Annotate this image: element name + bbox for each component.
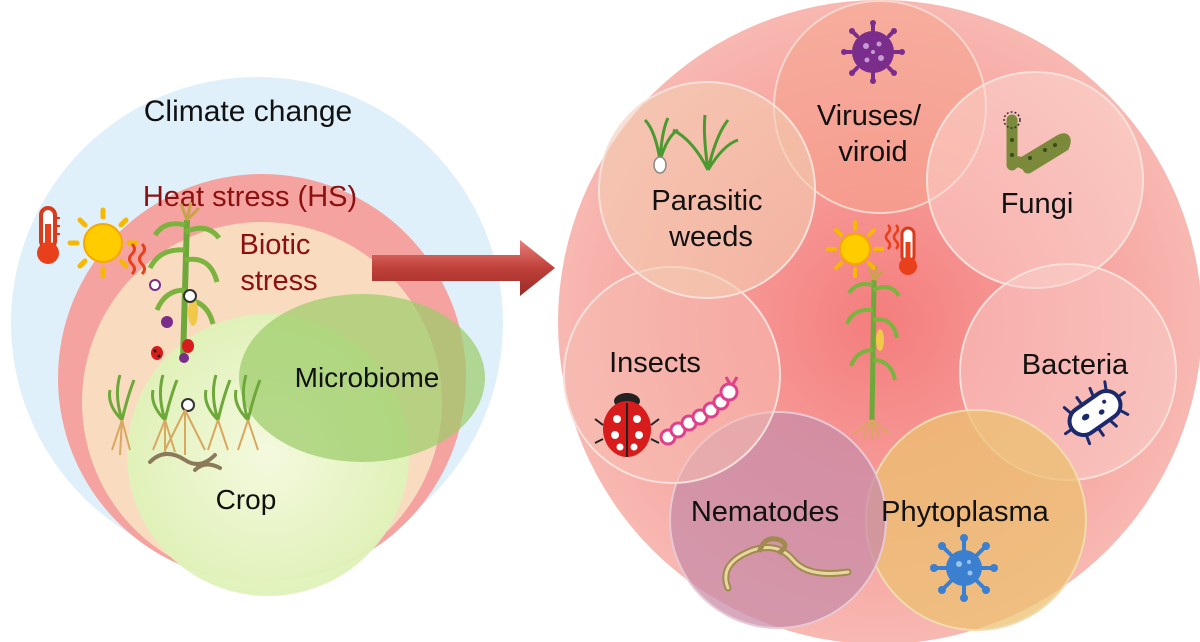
thermometer-icon [37, 206, 60, 264]
arrow-icon [372, 240, 555, 296]
ladybug-icon [151, 339, 194, 360]
biotic-stress-label: Biotic stress [240, 229, 319, 297]
right-panel: Viruses/ viroid Fungi Bacteria Phytoplas… [558, 0, 1200, 642]
caterpillar-icon [659, 376, 739, 446]
ladybug-icon [594, 393, 660, 457]
roots-icon [111, 409, 259, 456]
microbiome-label: Microbiome [295, 362, 440, 393]
sun-icon [67, 207, 139, 279]
left-panel: Climate change Heat stress (HS) Biotic s… [11, 77, 503, 596]
fungi-label: Fungi [1001, 188, 1074, 220]
viruses-line-2: viroid [838, 136, 907, 168]
climate-change-label: Climate change [144, 95, 352, 128]
weeds-line-2: weeds [668, 221, 753, 253]
nematode-icon [148, 452, 222, 472]
fungi-circle [926, 71, 1144, 289]
bacteria-icon [1062, 380, 1130, 446]
maize-plant-icon [845, 265, 901, 440]
sun-icon [826, 220, 884, 278]
crop-label: Crop [216, 484, 277, 515]
biotic-line-1: Biotic [240, 229, 311, 261]
phytoplasma-icon [930, 534, 998, 602]
microbiome-ellipse [239, 294, 485, 462]
viruses-line-1: Viruses/ [817, 100, 922, 132]
viruses-label: Viruses/ viroid [817, 100, 929, 168]
weed-icon [643, 114, 739, 174]
thermometer-icon [899, 226, 917, 275]
bacteria-label: Bacteria [1022, 349, 1129, 381]
wheat-plant-icon [108, 374, 262, 422]
phytoplasma-label: Phytoplasma [881, 496, 1050, 528]
virus-icon [149, 279, 197, 412]
heat-waves-icon [128, 242, 146, 276]
biotic-line-2: stress [240, 265, 317, 297]
insects-label: Insects [609, 347, 701, 379]
weeds-label: Parasitic weeds [651, 185, 770, 253]
weeds-line-1: Parasitic [651, 185, 762, 217]
heat-stress-label: Heat stress (HS) [143, 181, 357, 213]
nematode-icon [722, 536, 852, 592]
nematodes-label: Nematodes [691, 496, 839, 528]
fungi-icon [1003, 111, 1071, 174]
virus-icon [841, 20, 905, 84]
heat-waves-icon [884, 224, 900, 250]
